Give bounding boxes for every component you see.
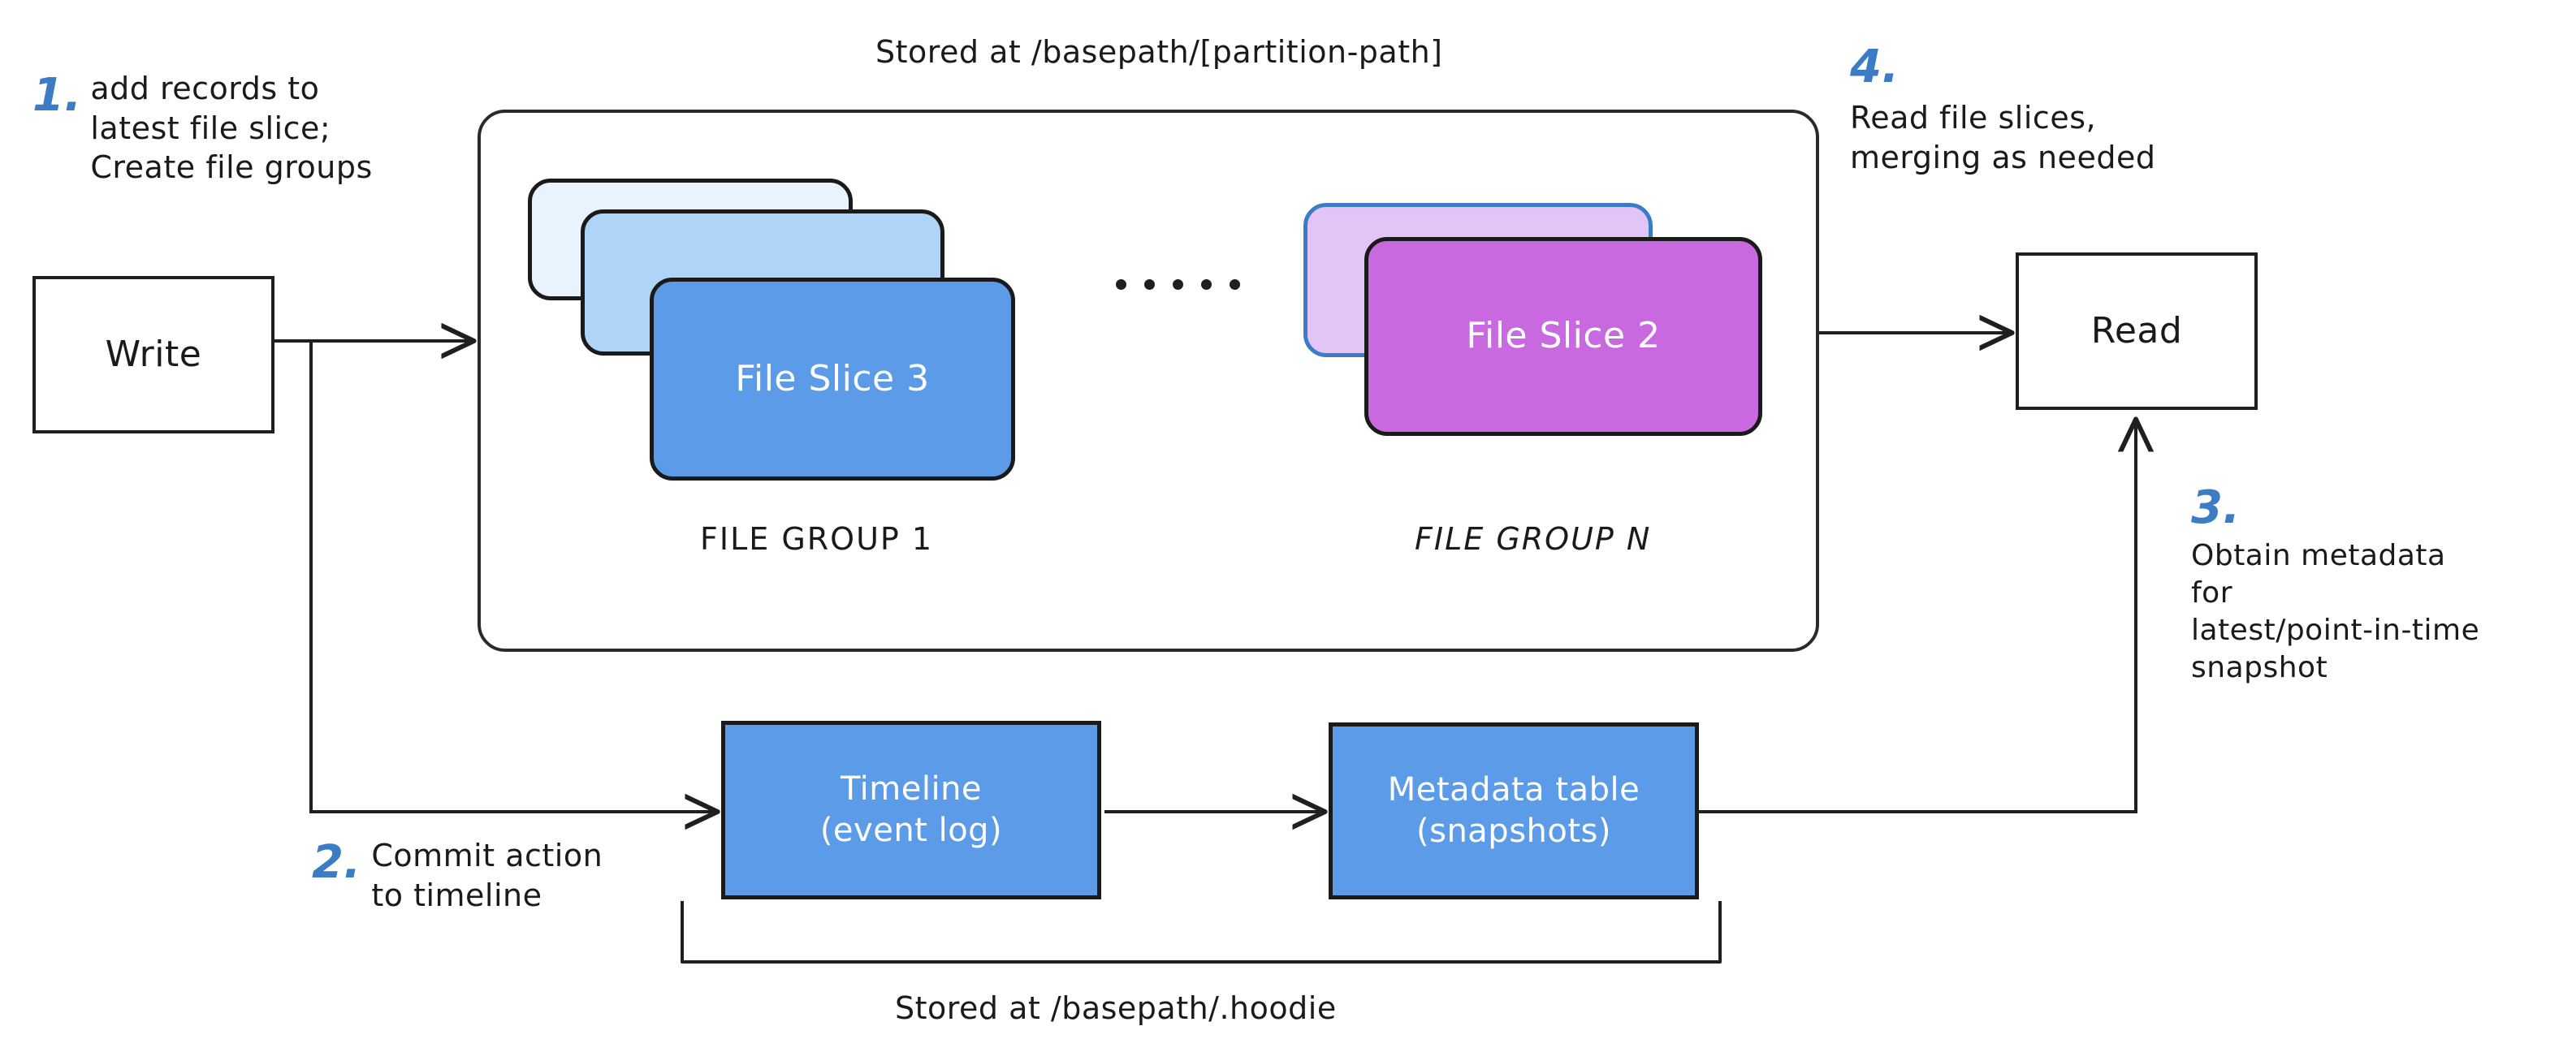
step-3-text: Obtain metadata for latest/point-in-time… (2191, 539, 2480, 685)
timeline-node-label-line2: (event log) (819, 812, 1003, 849)
file-slice-2-label: File Slice 2 (1466, 315, 1661, 357)
step-3-number: 3. (2191, 481, 2241, 534)
step-2-annotation: 2. Commit action to timeline (312, 836, 702, 915)
metadata-table-label-line1: Metadata table (1387, 770, 1640, 808)
step-4-text: Read file slices, merging as needed (1850, 100, 2156, 175)
file-group-1-label: FILE GROUP 1 (700, 521, 934, 557)
file-slice-card-front[interactable]: File Slice 3 (650, 278, 1015, 481)
step-2-number: 2. (312, 836, 361, 889)
ellipsis-dots (1116, 279, 1240, 290)
metadata-table-label-line2: (snapshots) (1416, 813, 1611, 850)
step-1-annotation: 1. add records to latest file slice; Cre… (32, 69, 471, 188)
hoodie-path-caption: Stored at /basepath/.hoodie (895, 990, 1337, 1026)
file-slice-card-front-purple[interactable]: File Slice 2 (1364, 237, 1762, 436)
step-3-annotation: 3. Obtain metadata for latest/point-in-t… (2191, 485, 2573, 687)
file-group-n-label: FILE GROUP N (1415, 521, 1652, 557)
read-node-label: Read (2090, 309, 2183, 351)
step-1-text: add records to latest file slice; Create… (90, 71, 373, 186)
partition-path-caption: Stored at /basepath/[partition-path] (875, 34, 1443, 70)
step-4-annotation: 4. Read file slices, merging as needed (1850, 45, 2272, 177)
read-node[interactable]: Read (2016, 252, 2258, 410)
step-4-number: 4. (1850, 41, 1900, 93)
step-1-number: 1. (32, 69, 82, 122)
timeline-node[interactable]: Timeline (event log) (721, 721, 1101, 899)
timeline-node-label-line1: Timeline (840, 770, 983, 808)
file-group-n: File Slice 2 (1259, 162, 1779, 471)
ellipsis-dot (1201, 279, 1212, 290)
file-slice-3-label: File Slice 3 (735, 357, 930, 399)
metadata-table-node[interactable]: Metadata table (snapshots) (1329, 722, 1699, 899)
ellipsis-dot (1116, 279, 1126, 290)
step-2-text: Commit action to timeline (371, 838, 603, 913)
file-group-1: File Slice 3 (504, 162, 1023, 503)
write-node[interactable]: Write (32, 276, 274, 433)
ellipsis-dot (1173, 279, 1183, 290)
ellipsis-dot (1144, 279, 1155, 290)
write-node-label: Write (105, 333, 202, 375)
ellipsis-dot (1230, 279, 1240, 290)
partition-container (478, 110, 1819, 652)
